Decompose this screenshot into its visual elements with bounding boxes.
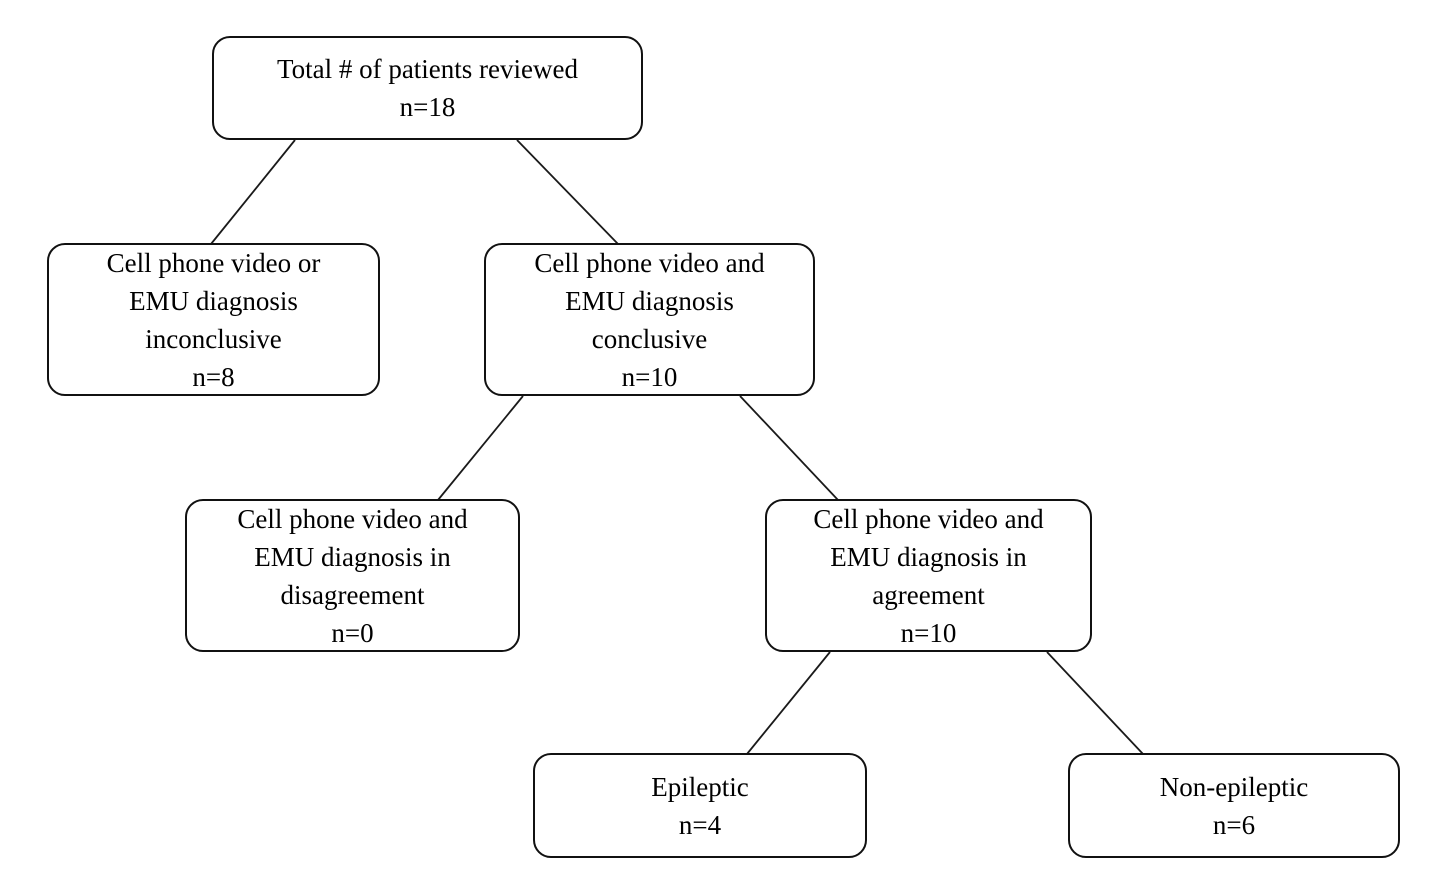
- node-count: n=8: [192, 361, 235, 392]
- node-label-line: Epileptic: [651, 771, 749, 802]
- node-label-line: EMU diagnosis: [129, 285, 298, 316]
- node-total-patients: Total # of patients reviewed n=18: [212, 36, 643, 140]
- node-disagreement: Cell phone video and EMU diagnosis in di…: [185, 499, 520, 652]
- edge-total-to-inconclusive: [210, 139, 296, 245]
- edge-total-to-conclusive: [516, 139, 619, 245]
- node-label-line: disagreement: [280, 579, 425, 610]
- edge-conclusive-to-disagreement: [437, 395, 524, 501]
- node-conclusive: Cell phone video and EMU diagnosis concl…: [484, 243, 815, 396]
- node-count: n=18: [399, 92, 456, 122]
- node-label-line: EMU diagnosis: [565, 285, 734, 316]
- node-label-line: inconclusive: [145, 323, 282, 354]
- node-label-line: agreement: [872, 579, 985, 610]
- node-label-line: Cell phone video or: [106, 247, 321, 278]
- node-count: n=10: [900, 617, 957, 648]
- node-count: n=4: [678, 809, 722, 840]
- node-count: n=0: [331, 617, 374, 648]
- edge-agreement-to-non-epileptic: [1046, 651, 1144, 755]
- node-label-line: EMU diagnosis in: [254, 541, 451, 572]
- node-label-line: conclusive: [591, 323, 708, 354]
- node-label-line: Cell phone video and: [534, 247, 765, 278]
- node-label-line: Cell phone video and: [237, 503, 468, 534]
- node-epileptic: Epileptic n=4: [533, 753, 867, 858]
- node-non-epileptic: Non-epileptic n=6: [1068, 753, 1400, 858]
- node-label-line: Total # of patients reviewed: [276, 54, 578, 84]
- node-count: n=10: [621, 361, 678, 392]
- edge-conclusive-to-agreement: [739, 395, 839, 501]
- node-label-line: Cell phone video and: [813, 503, 1044, 534]
- node-inconclusive: Cell phone video or EMU diagnosis inconc…: [47, 243, 380, 396]
- node-agreement: Cell phone video and EMU diagnosis in ag…: [765, 499, 1092, 652]
- edge-agreement-to-epileptic: [746, 651, 831, 755]
- node-label-line: Non-epileptic: [1159, 771, 1309, 802]
- node-count: n=6: [1212, 809, 1256, 840]
- node-label-line: EMU diagnosis in: [830, 541, 1027, 572]
